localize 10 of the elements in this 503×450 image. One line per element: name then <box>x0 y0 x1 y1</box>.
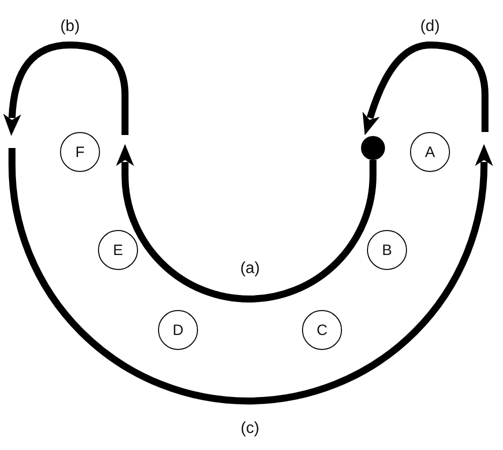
circle-node: F <box>60 132 100 172</box>
circle-node: C <box>302 310 342 350</box>
circle-node: A <box>410 132 450 172</box>
arrow-label: (d) <box>420 18 440 36</box>
circle-node: B <box>367 230 407 270</box>
arrow-label: (c) <box>240 420 260 438</box>
arrow-label: (b) <box>60 18 80 36</box>
circle-node: D <box>158 310 198 350</box>
circle-node: E <box>98 230 138 270</box>
arrow-label: (a) <box>240 260 260 278</box>
